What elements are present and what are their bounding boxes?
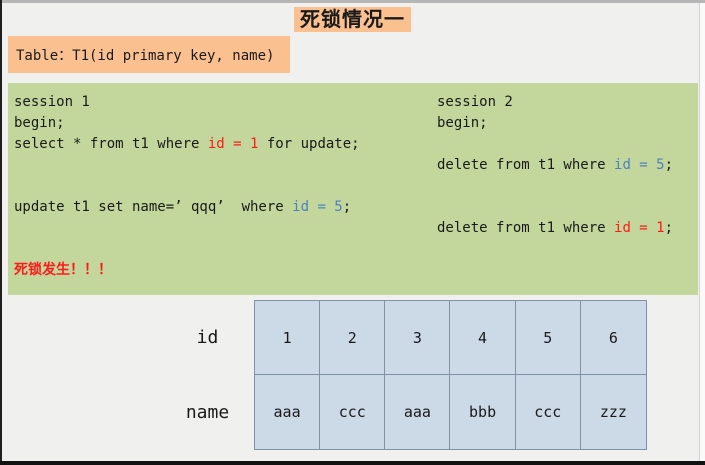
deadlock-message: 死锁发生！！！ (14, 262, 112, 278)
sql-text: update t1 set name=’ qqq’ where (14, 199, 293, 215)
cell-id-6: 6 (580, 301, 646, 375)
sql-condition-red: id = 1 (207, 136, 259, 152)
cell-id-1: 1 (255, 301, 321, 375)
session2-begin: begin; (437, 115, 488, 131)
blank-line (14, 239, 360, 260)
window-left-edge (0, 0, 2, 465)
cell-id-2: 2 (320, 301, 386, 375)
cell-name-3: aaa (385, 375, 451, 449)
sql-text: ; (664, 157, 674, 173)
cell-id-3: 3 (385, 301, 451, 375)
window-bottom-edge (0, 461, 705, 465)
blank-line (437, 197, 673, 218)
page-title: 死锁情况一 (294, 7, 411, 32)
cell-name-2: ccc (320, 375, 386, 449)
record-table: 1 2 3 4 5 6 aaa ccc aaa bbb ccc zzz (254, 300, 647, 450)
sql-condition-blue: id = 5 (292, 199, 343, 215)
session1-header: session 1 (14, 94, 90, 110)
session1-update-statement: update t1 set name=’ qqq’ where id = 5; (14, 197, 360, 218)
session2-delete1-statement: delete from t1 where id = 5; (437, 155, 673, 176)
sql-condition-blue: id = 5 (614, 157, 665, 173)
cell-name-5: ccc (516, 375, 581, 449)
blank-line (14, 176, 360, 197)
session2-header: session 2 (437, 94, 513, 110)
sql-text: for update; (258, 136, 360, 152)
row-label-id: id (196, 327, 219, 348)
blank-line (14, 155, 360, 176)
cell-name-4: bbb (450, 375, 516, 449)
table-schema-label: Table：T1(id primary key, name) (8, 36, 290, 73)
cell-name-6: zzz (599, 403, 627, 421)
session1-select-statement: select * from t1 where id = 1 for update… (14, 134, 360, 155)
sql-text: delete from t1 where (437, 220, 615, 236)
row-label-name: name (185, 402, 230, 423)
cell-name-1: aaa (255, 375, 321, 449)
title-row: 死锁情况一 (0, 7, 705, 32)
blank-line (14, 218, 360, 239)
sql-text: delete from t1 where (437, 157, 615, 173)
sql-text: ; (342, 199, 352, 215)
session2-delete2-statement: delete from t1 where id = 1; (437, 218, 673, 239)
session1-begin: begin; (14, 115, 65, 131)
sql-text: select * from t1 where (14, 136, 208, 152)
blank-line (437, 134, 673, 155)
sql-panel: session 1 begin; select * from t1 where … (8, 83, 698, 295)
session1-column: session 1 begin; select * from t1 where … (14, 92, 360, 281)
window-top-edge (0, 0, 705, 3)
sql-condition-red: id = 1 (614, 220, 665, 236)
blank-line (437, 176, 673, 197)
session2-column: session 2 begin; delete from t1 where id… (437, 92, 673, 239)
cell-id-4: 4 (450, 301, 516, 375)
cell-id-5: 5 (515, 301, 581, 375)
sql-text: ; (664, 220, 674, 236)
window-right-strip (699, 3, 705, 461)
